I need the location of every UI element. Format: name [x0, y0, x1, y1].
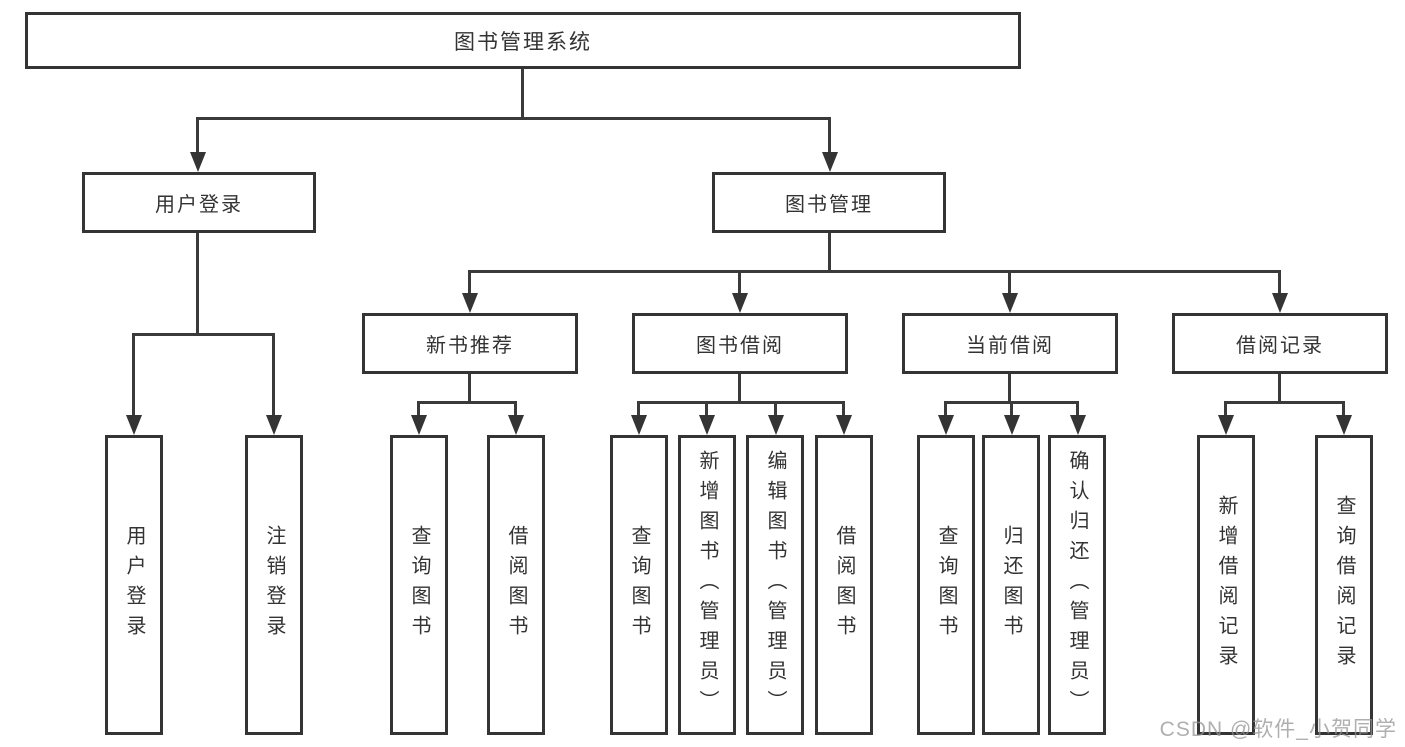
arrowhead: [508, 415, 524, 435]
connector-line: [637, 401, 845, 404]
connector-line: [738, 374, 741, 404]
arrowhead: [699, 415, 715, 435]
leaf-return-books: 归还图书: [982, 435, 1040, 735]
node-current-borrowing: 当前借阅: [902, 313, 1118, 374]
node-book-management: 图书管理: [712, 172, 946, 233]
connector-line: [828, 117, 831, 154]
arrowhead: [1002, 293, 1018, 313]
connector-line: [468, 270, 471, 295]
connector-line: [132, 333, 135, 416]
arrowhead: [822, 152, 838, 172]
arrowhead: [411, 415, 427, 435]
connector-line: [1342, 401, 1345, 416]
connector-line: [521, 69, 524, 119]
arrowhead: [266, 415, 282, 435]
node-new-book-recommend: 新书推荐: [362, 313, 578, 374]
leaf-edit-book-admin: 编辑图书（管理员）: [746, 435, 804, 735]
arrowhead: [836, 415, 852, 435]
arrowhead: [938, 415, 954, 435]
arrowhead: [1004, 415, 1020, 435]
arrowhead: [732, 293, 748, 313]
csdn-watermark: CSDN @软件_小贺同学: [1159, 718, 1397, 741]
connector-line: [842, 401, 845, 416]
connector-line: [774, 401, 777, 416]
connector-line: [1278, 374, 1281, 404]
connector-line: [468, 374, 471, 404]
leaf-add-borrow-record: 新增借阅记录: [1197, 435, 1255, 735]
node-borrowing-records: 借阅记录: [1172, 313, 1388, 374]
arrowhead: [1218, 415, 1234, 435]
connector-line: [1008, 374, 1011, 404]
arrowhead: [1336, 415, 1352, 435]
leaf-borrow-books-recommend: 借阅图书: [487, 435, 545, 735]
leaf-confirm-return-admin: 确认归还（管理员）: [1048, 435, 1106, 735]
connector-line: [1008, 270, 1011, 295]
node-book-borrowing: 图书借阅: [632, 313, 848, 374]
connector-line: [514, 401, 517, 416]
connector-line: [196, 117, 831, 120]
connector-line: [417, 401, 517, 404]
arrowhead: [1070, 415, 1086, 435]
connector-line: [196, 117, 199, 154]
connector-line: [196, 233, 199, 335]
connector-line: [468, 270, 1281, 273]
connector-line: [1224, 401, 1227, 416]
arrowhead: [768, 415, 784, 435]
arrowhead: [126, 415, 142, 435]
leaf-query-borrow-record: 查询借阅记录: [1315, 435, 1373, 735]
node-user-login: 用户登录: [82, 172, 316, 233]
connector-line: [417, 401, 420, 416]
connector-line: [1224, 401, 1344, 404]
leaf-query-books-recommend: 查询图书: [390, 435, 448, 735]
connector-line: [944, 401, 947, 416]
leaf-query-books-borrowing: 查询图书: [610, 435, 668, 735]
node-library-management-system: 图书管理系统: [25, 12, 1021, 69]
arrowhead: [631, 415, 647, 435]
connector-line: [132, 333, 275, 336]
arrowhead: [1272, 293, 1288, 313]
leaf-user-login: 用户登录: [105, 435, 163, 735]
connector-line: [272, 333, 275, 416]
connector-line: [738, 270, 741, 295]
connector-line: [1010, 401, 1013, 416]
connector-line: [705, 401, 708, 416]
connector-line: [1076, 401, 1079, 416]
leaf-add-book-admin: 新增图书（管理员）: [678, 435, 736, 735]
leaf-borrow-books-borrowing: 借阅图书: [815, 435, 873, 735]
leaf-query-books-current: 查询图书: [917, 435, 975, 735]
arrowhead: [190, 152, 206, 172]
arrowhead: [462, 293, 478, 313]
connector-line: [637, 401, 640, 416]
connector-line: [1278, 270, 1281, 295]
connector-line: [828, 233, 831, 272]
leaf-logout: 注销登录: [245, 435, 303, 735]
